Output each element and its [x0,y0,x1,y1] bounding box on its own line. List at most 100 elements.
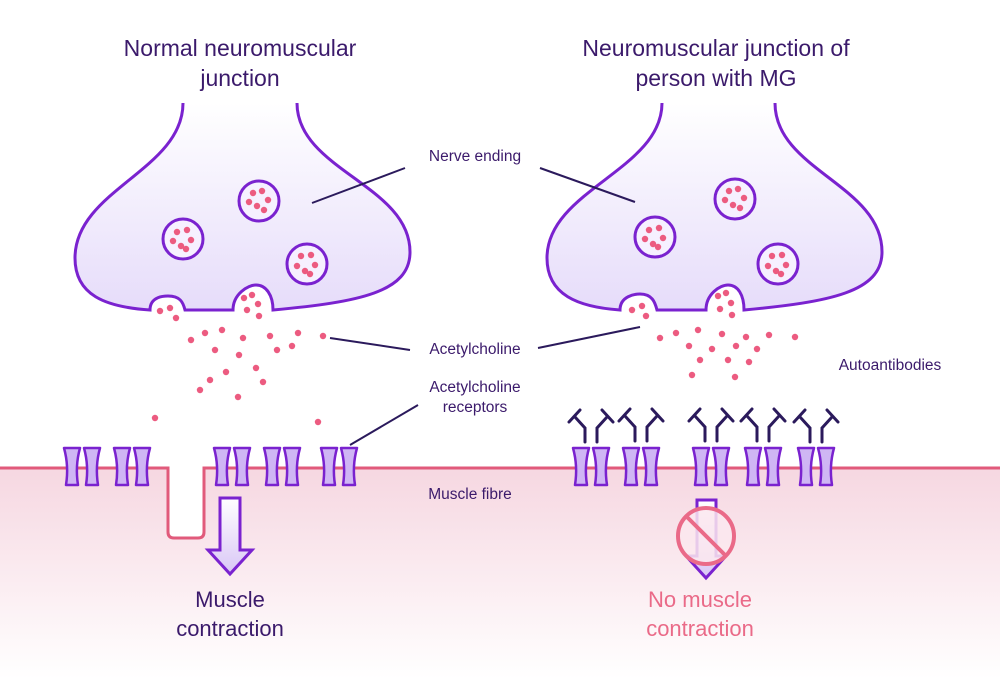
receptor-subunit [112,446,132,487]
outcome-mg-line2: contraction [646,616,754,641]
leader-nerve-mg [539,167,636,203]
acetylcholine-dot [725,187,733,195]
acetylcholine-dot [694,326,702,334]
antibody [739,407,787,443]
acetylcholine-dot [716,305,724,313]
outcome-normal-line1: Muscle [195,587,265,612]
receptor-subunit [339,446,359,487]
receptor-subunit [591,446,611,487]
acetylcholine-dot [736,204,744,212]
receptor [796,446,836,487]
label-receptors-line1: Acetylcholine [429,379,521,396]
acetylcholine-dot [628,306,636,314]
acetylcholine-dot [722,289,730,297]
receptor-subunit [641,446,661,487]
acetylcholine-dot [655,224,663,232]
vesicles-normal [161,179,329,286]
acetylcholine-dot [293,262,301,270]
prohibition-icon [676,506,736,566]
acetylcholine-dot [253,202,261,210]
acetylcholine-dot [183,226,191,234]
receptor-subunit [232,446,252,487]
title-mg-line2: person with MG [635,65,797,91]
receptor [319,446,359,487]
acetylcholine-dot [239,334,247,342]
acetylcholine-dot [734,185,742,193]
receptor [62,446,102,487]
antibody [617,407,665,443]
receptor-subunit [212,446,232,487]
label-muscle-fibre: Muscle fibre [428,486,512,503]
acetylcholine-dot [654,243,662,251]
leader-receptors [349,404,419,446]
acetylcholine-dot [288,342,296,350]
acetylcholine-dot [169,237,177,245]
acetylcholine-dot [266,332,274,340]
acetylcholine-dot [645,226,653,234]
antibody [792,408,840,444]
receptor [691,446,731,487]
acetylcholine-dot [243,306,251,314]
receptor [112,446,152,487]
acetylcholine-dot [222,368,230,376]
acetylcholine-dot [718,330,726,338]
acetylcholine-dot [778,251,786,259]
title-normal: Normal neuromuscular junction [70,33,410,93]
receptor [212,446,252,487]
acetylcholine-dot [249,189,257,197]
acetylcholine-dot [708,345,716,353]
acetylcholine-dot [264,196,272,204]
acetylcholine-dot [260,206,268,214]
acetylcholine-dot [642,312,650,320]
acetylcholine-dot [234,393,242,401]
autoantibodies [567,407,840,444]
acetylcholine-dot [764,262,772,270]
label-acetylcholine: Acetylcholine [429,341,521,358]
label-receptors-line2: receptors [442,399,508,416]
acetylcholine-dot [306,270,314,278]
acetylcholine-dot [729,201,737,209]
antibody [567,408,615,444]
acetylcholine-dot [259,378,267,386]
acetylcholine-dot [740,194,748,202]
acetylcholine-dot [782,261,790,269]
nerve-ending-mg [545,102,884,312]
acetylcholine-dot [240,294,248,302]
vesicle [713,177,757,221]
title-mg-line1: Neuromuscular junction of [582,35,850,61]
acetylcholine-dot [742,333,750,341]
acetylcholine-dot [696,356,704,364]
acetylcholine-dot [765,331,773,339]
acetylcholine-dot [772,267,780,275]
acetylcholine-dot [187,336,195,344]
acetylcholine-receptors [62,446,836,487]
title-normal-line2: junction [200,65,280,91]
acetylcholine-dot [206,376,214,384]
acetylcholine-dot [727,299,735,307]
acetylcholine-dot [196,386,204,394]
acetylcholine-dot [728,311,736,319]
acetylcholine-dot [235,351,243,359]
acetylcholine-dot [732,342,740,350]
acetylcholine-dot [672,329,680,337]
outcome-normal-line2: contraction [176,616,284,641]
acetylcholine-dot [211,346,219,354]
acetylcholine-dot [656,334,664,342]
acetylcholine-dot [252,364,260,372]
vesicles-mg [633,177,800,286]
acetylcholine-dot [307,251,315,259]
acetylcholine-dot [649,240,657,248]
label-nerve-ending: Nerve ending [428,148,522,165]
acetylcholine-dot [753,345,761,353]
acetylcholine-dot [688,371,696,379]
acetylcholine-dot [245,198,253,206]
acetylcholine-dot [177,242,185,250]
contraction-arrow [204,496,256,577]
acetylcholine-dot [311,261,319,269]
leader-lines [311,167,641,446]
receptor-subunit [132,446,152,487]
acetylcholine-dot [248,291,256,299]
acetylcholine-dot [724,356,732,364]
receptor-subunit [816,446,836,487]
